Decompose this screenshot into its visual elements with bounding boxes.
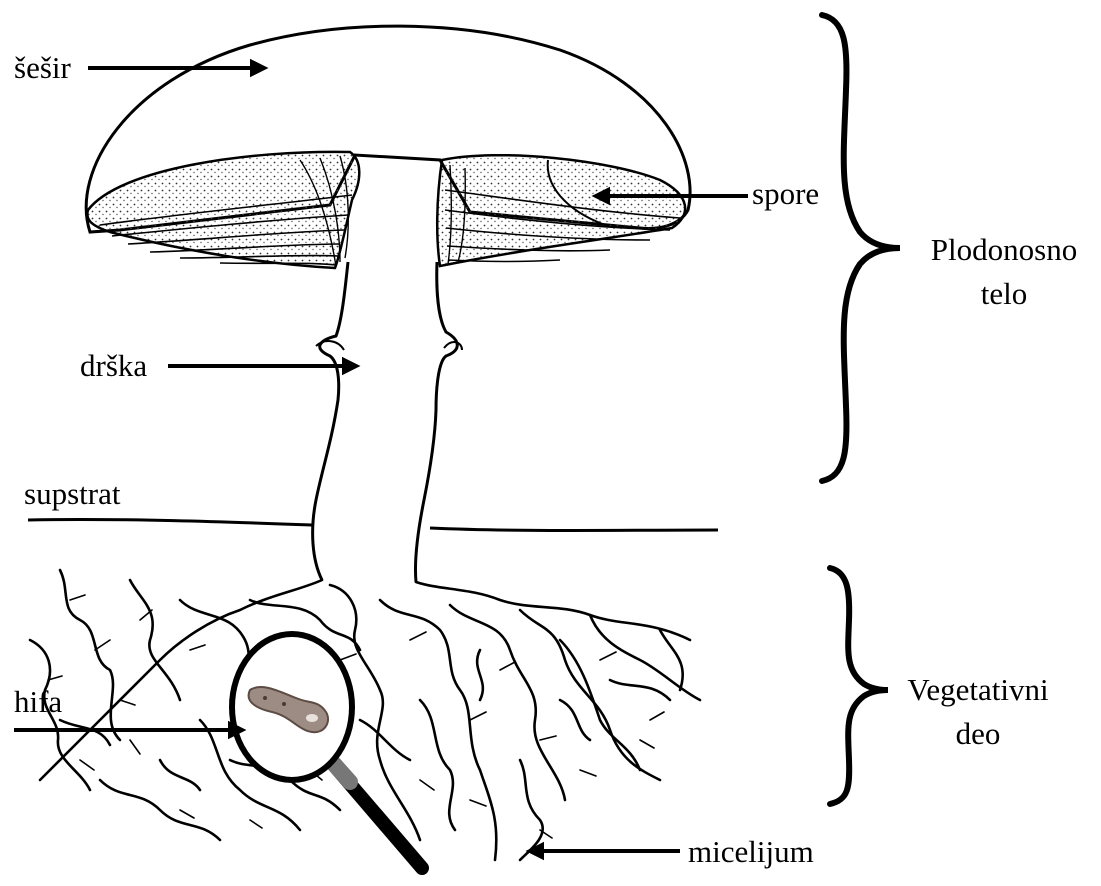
magnifying-glass-icon <box>232 634 422 868</box>
stalk-ring <box>316 341 462 350</box>
mycelium-network <box>30 570 700 860</box>
vegetative-part-label-line1: Vegetativni <box>888 668 1068 712</box>
vegetative-part-label-line2: deo <box>888 712 1068 756</box>
hypha-label: hifa <box>14 686 62 717</box>
fruiting-body-label-line1: Plodonosno <box>914 228 1094 272</box>
fruiting-body-brace <box>822 15 900 481</box>
substrate-label: supstrat <box>24 478 120 509</box>
vegetative-part-label: Vegetativni deo <box>888 668 1068 756</box>
stalk-label: drška <box>80 350 147 381</box>
fruiting-body-label-line2: telo <box>914 272 1094 316</box>
cap-label: šešir <box>14 52 71 83</box>
mycelium-label: micelijum <box>688 836 814 867</box>
fruiting-body-label: Plodonosno telo <box>914 228 1094 316</box>
vegetative-brace <box>830 568 888 804</box>
stalk-outline <box>313 262 458 582</box>
spores-label: spore <box>752 178 819 209</box>
substrate-line <box>28 519 718 530</box>
